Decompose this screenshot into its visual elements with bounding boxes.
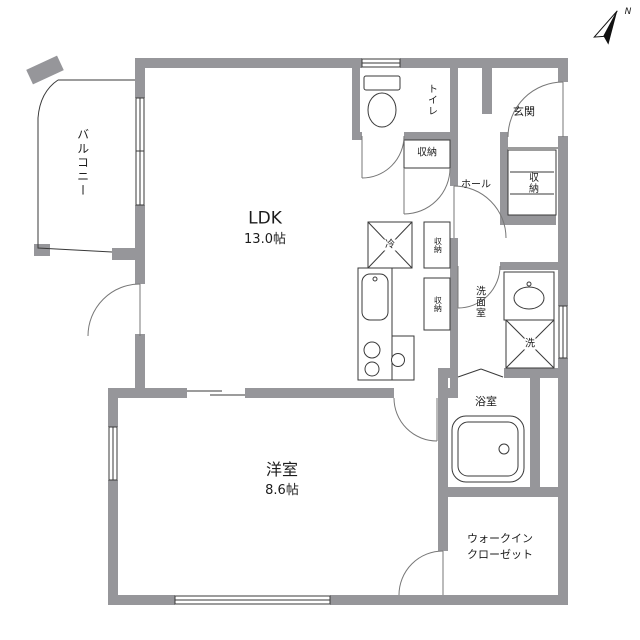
wic-label-line2: クローゼット [467,547,533,561]
storage-entry-box [507,149,557,216]
compass-north-icon [593,10,618,45]
balcony-outline [37,79,135,253]
bathtub-icon [451,415,525,483]
bedroom-size-label: 8.6帖 [265,482,299,498]
toilet-door-arc [361,135,405,179]
doors [87,81,564,596]
ldk-size-label: 13.0帖 [244,231,286,247]
storage-toilet-box [403,139,451,169]
compass-north-label: N [624,7,632,18]
kitchen-sink-icon [357,267,393,381]
balcony-door-arc [87,283,141,337]
entrance-door-arc [507,81,564,138]
bathroom-bifold-door [457,368,504,378]
window-bedroom-bottom [174,595,331,605]
washroom-door-arc [457,265,501,309]
bedroom-door-arc [393,397,438,442]
toilet-icon [363,75,401,128]
storage-entry-label: 収納 [526,172,538,194]
floor-edges [37,79,558,331]
balcony-label: バルコニー [75,128,90,198]
window-washroom-right [558,305,568,359]
storage-kitchen-lower-box [423,277,451,331]
hall-door-arc [453,185,507,239]
toilet-label: トイレ [425,83,437,117]
walls [26,55,568,605]
window-toilet [361,58,401,68]
bedroom-label: 洋室 [265,460,299,480]
storage-kitchen-upper-label: 収納 [433,237,443,253]
entrance-label: 玄関 [513,104,535,118]
washroom-label: 洗面室 [473,285,485,319]
window-balcony-slider [135,97,145,206]
windows [108,58,568,605]
storage-door-arc [403,167,451,215]
refrigerator-label: 冷 [384,239,396,251]
stove-icon [363,335,415,381]
bedroom-sliding-door [187,390,245,396]
window-bedroom-left [108,426,118,481]
storage-kitchen-upper-box [423,221,451,269]
bathroom-label: 浴室 [475,394,497,408]
ldk-label: LDK [248,208,282,229]
washer-label: 洗 [524,338,536,350]
wic-door-arc [398,550,444,596]
hall-label: ホール [461,179,491,191]
washbasin-icon [503,271,555,321]
storage-toilet-label: 収納 [417,147,437,159]
storage-kitchen-lower-label: 収納 [433,296,443,312]
wic-label-line1: ウォークイン [467,531,533,545]
